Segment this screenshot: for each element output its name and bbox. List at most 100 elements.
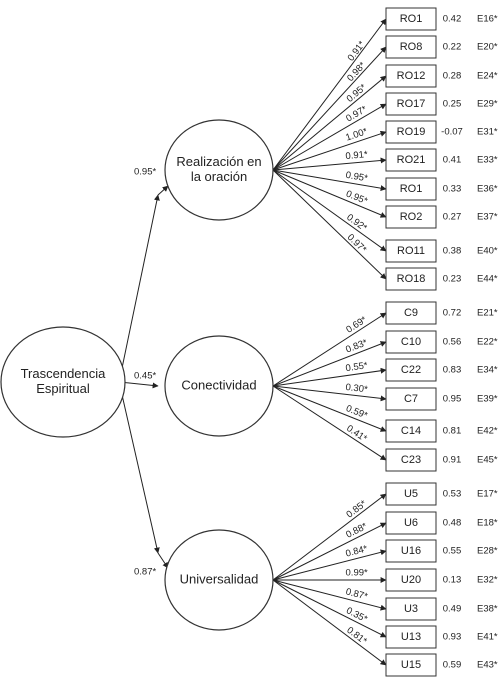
loading-arrow <box>272 103 387 171</box>
error-label: E32* <box>477 575 498 586</box>
error-label: E17* <box>477 489 498 500</box>
loading-arrow <box>272 549 387 581</box>
residual-value: 0.13 <box>443 575 462 586</box>
root-label-line: Espiritual <box>36 381 90 396</box>
path-coef-universalidad: 0.87* <box>134 567 156 578</box>
indicator-label: RO8 <box>400 41 423 53</box>
residual-value: 0.53 <box>443 489 462 500</box>
error-label: E22* <box>477 337 498 348</box>
path-coef-conectividad: 0.45* <box>134 371 156 382</box>
indicator-box <box>385 239 437 263</box>
indicator-label: RO1 <box>400 183 423 195</box>
indicator-box <box>385 568 437 592</box>
residual-value: 0.41 <box>443 155 462 166</box>
loading-arrow <box>272 75 387 171</box>
latent-trascendencia-espiritual <box>0 326 126 438</box>
error-label: E38* <box>477 604 498 615</box>
indicator-label: U15 <box>401 659 421 671</box>
indicator-label: C10 <box>401 336 421 348</box>
loading-label: 0.84* <box>345 543 370 559</box>
indicator-box <box>385 597 437 621</box>
indicator-box <box>385 330 437 354</box>
residual-value: 0.33 <box>443 184 462 195</box>
loading-label: 0.91* <box>346 39 368 64</box>
loading-arrow <box>272 385 387 461</box>
indicator-label: RO2 <box>400 211 423 223</box>
error-label: E16* <box>477 14 498 25</box>
path-arrow-conectividad <box>119 381 159 389</box>
residual-value: 0.38 <box>443 246 462 257</box>
indicator-box <box>385 482 437 506</box>
loading-arrow <box>272 579 387 666</box>
loading-label: 0.83* <box>344 337 369 355</box>
latent-realizacion <box>164 119 274 221</box>
path-arrow-tip-universalidad <box>157 552 169 569</box>
path-arrow-realizacion <box>119 194 160 378</box>
loading-arrow <box>272 157 387 171</box>
residual-value: 0.91 <box>443 455 462 466</box>
error-label: E33* <box>477 155 498 166</box>
error-label: E40* <box>477 246 498 257</box>
error-label: E37* <box>477 212 498 223</box>
loading-arrow <box>272 493 387 581</box>
error-label: E28* <box>477 546 498 557</box>
indicator-box <box>385 267 437 291</box>
loading-arrow <box>272 169 387 252</box>
residual-value: 0.83 <box>443 365 462 376</box>
residual-value: 0.48 <box>443 518 462 529</box>
error-label: E18* <box>477 518 498 529</box>
residual-value: 0.42 <box>443 14 462 25</box>
loading-label: 0.95* <box>345 170 369 185</box>
indicator-box <box>385 625 437 649</box>
residual-value: 0.93 <box>443 632 462 643</box>
indicator-box <box>385 92 437 116</box>
loading-label: 0.92* <box>344 212 369 234</box>
loading-arrow <box>272 169 387 192</box>
loading-arrow <box>272 46 387 171</box>
indicator-label: U3 <box>404 603 418 615</box>
loading-label: 0.55* <box>345 360 369 374</box>
loading-label: 0.85* <box>344 498 369 520</box>
indicator-box <box>385 64 437 88</box>
loading-arrow <box>272 130 387 171</box>
error-label: E21* <box>477 308 498 319</box>
loading-arrow <box>272 385 387 432</box>
indicator-label: RO11 <box>397 245 425 257</box>
factor-label-universalidad-line: Universalidad <box>180 571 259 586</box>
loading-label: 0.30* <box>345 382 369 395</box>
error-label: E44* <box>477 274 498 285</box>
loading-arrow <box>272 18 387 171</box>
loading-arrow <box>272 169 387 218</box>
path-arrow-universalidad <box>119 385 160 554</box>
error-label: E41* <box>477 632 498 643</box>
residual-value: -0.07 <box>441 127 463 138</box>
loading-label: 1.00* <box>344 126 369 144</box>
residual-value: 0.72 <box>443 308 462 319</box>
indicator-label: C7 <box>404 393 418 405</box>
indicator-box <box>385 148 437 172</box>
indicator-label: U20 <box>401 574 421 586</box>
error-label: E39* <box>477 394 498 405</box>
loading-arrow <box>272 341 387 387</box>
error-label: E20* <box>477 42 498 53</box>
indicator-label: RO17 <box>397 98 426 110</box>
path-coef-realizacion: 0.95* <box>134 167 156 178</box>
indicator-label: C9 <box>404 307 418 319</box>
residual-value: 0.25 <box>443 99 462 110</box>
residual-value: 0.23 <box>443 274 462 285</box>
residual-value: 0.27 <box>443 212 462 223</box>
residual-value: 0.49 <box>443 604 462 615</box>
indicator-label: U13 <box>401 631 421 643</box>
indicator-box <box>385 35 437 59</box>
path-arrow-tip-realizacion <box>157 185 169 196</box>
indicator-label: RO12 <box>397 70 426 82</box>
error-label: E45* <box>477 455 498 466</box>
indicator-box <box>385 653 437 677</box>
residual-value: 0.81 <box>443 426 462 437</box>
factor-label-realizacion-line: la oración <box>191 169 247 184</box>
loading-arrow <box>272 579 387 638</box>
residual-value: 0.95 <box>443 394 462 405</box>
error-label: E36* <box>477 184 498 195</box>
indicator-label: RO1 <box>400 13 423 25</box>
